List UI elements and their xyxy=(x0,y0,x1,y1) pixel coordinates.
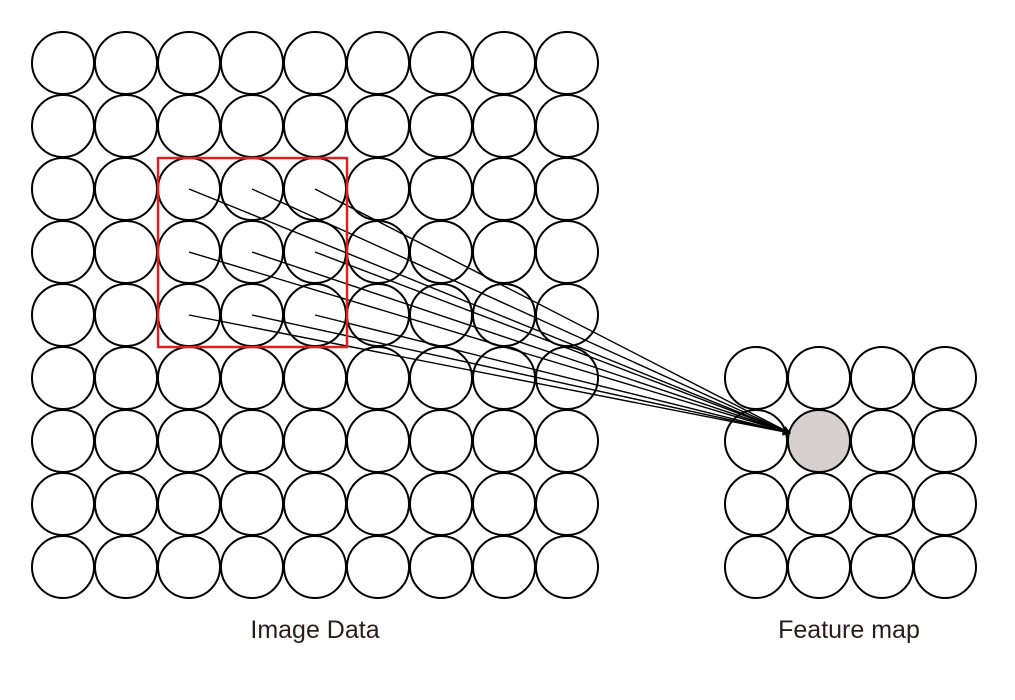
input-neuron xyxy=(409,409,473,473)
input-neuron xyxy=(220,94,284,158)
input-neuron xyxy=(535,535,599,599)
input-neuron xyxy=(94,220,158,284)
input-neuron xyxy=(346,409,410,473)
input-neuron xyxy=(409,535,473,599)
input-neuron xyxy=(283,31,347,95)
feature-map-neuron xyxy=(724,535,788,599)
input-neuron xyxy=(409,220,473,284)
feature-map-neuron xyxy=(850,472,914,536)
feature-map-neuron xyxy=(913,535,977,599)
connection-arrow xyxy=(188,314,791,436)
feature-map-label: Feature map xyxy=(778,616,920,644)
input-neuron xyxy=(94,409,158,473)
input-neuron xyxy=(472,157,536,221)
input-neuron xyxy=(472,535,536,599)
kernel-window xyxy=(156,156,349,349)
input-neuron xyxy=(31,31,95,95)
input-neuron xyxy=(346,472,410,536)
input-neuron xyxy=(31,220,95,284)
input-neuron xyxy=(535,220,599,284)
connection-arrow xyxy=(188,188,791,435)
input-neuron xyxy=(409,94,473,158)
input-neuron xyxy=(535,31,599,95)
image-data-label: Image Data xyxy=(250,616,380,644)
connection-arrow xyxy=(314,251,791,435)
input-neuron xyxy=(535,472,599,536)
input-neuron xyxy=(157,31,221,95)
feature-map-neuron xyxy=(850,346,914,410)
input-neuron xyxy=(220,31,284,95)
feature-map-neuron xyxy=(724,346,788,410)
feature-map-neuron xyxy=(913,346,977,410)
input-neuron xyxy=(31,157,95,221)
connection-arrow xyxy=(251,251,791,435)
kernel-connections xyxy=(188,188,791,436)
feature-map-neuron xyxy=(850,409,914,473)
input-neuron xyxy=(31,472,95,536)
input-neuron xyxy=(472,472,536,536)
connection-arrow xyxy=(251,188,791,434)
connection-arrow xyxy=(314,314,791,436)
input-neuron xyxy=(220,472,284,536)
input-neuron xyxy=(346,31,410,95)
input-neuron xyxy=(346,220,410,284)
input-neuron xyxy=(283,409,347,473)
input-neuron xyxy=(94,31,158,95)
input-neuron xyxy=(157,409,221,473)
connection-arrow xyxy=(314,188,791,434)
input-neuron xyxy=(346,94,410,158)
input-neuron xyxy=(472,220,536,284)
feature-map-neuron xyxy=(787,472,851,536)
input-neuron xyxy=(472,94,536,158)
feature-map-grid xyxy=(724,346,977,599)
input-neuron xyxy=(31,346,95,410)
input-neuron xyxy=(535,283,599,347)
input-neuron xyxy=(283,94,347,158)
input-neuron xyxy=(220,346,284,410)
input-neuron xyxy=(31,94,95,158)
input-neuron xyxy=(409,157,473,221)
input-neuron xyxy=(283,535,347,599)
feature-map-neuron xyxy=(724,472,788,536)
input-neuron xyxy=(31,409,95,473)
feature-map-neuron xyxy=(787,346,851,410)
input-neuron xyxy=(31,535,95,599)
feature-map-neuron xyxy=(787,535,851,599)
input-neuron xyxy=(220,535,284,599)
input-neuron xyxy=(31,283,95,347)
input-neuron xyxy=(283,346,347,410)
input-neuron xyxy=(220,409,284,473)
connection-arrow xyxy=(251,314,791,436)
input-neuron xyxy=(157,94,221,158)
input-neuron xyxy=(94,157,158,221)
input-neuron xyxy=(94,535,158,599)
feature-map-neuron xyxy=(913,409,977,473)
input-neuron xyxy=(94,94,158,158)
input-neuron xyxy=(157,535,221,599)
input-neuron xyxy=(472,409,536,473)
input-neuron xyxy=(409,472,473,536)
feature-map-neuron xyxy=(913,472,977,536)
connection-arrow xyxy=(188,251,791,435)
input-neuron xyxy=(157,346,221,410)
input-neuron xyxy=(94,283,158,347)
input-neuron xyxy=(94,346,158,410)
input-neuron xyxy=(472,31,536,95)
input-neuron xyxy=(535,94,599,158)
input-neuron xyxy=(94,472,158,536)
feature-map-output-neuron xyxy=(787,409,851,473)
feature-map-neuron xyxy=(850,535,914,599)
input-neuron xyxy=(535,157,599,221)
input-neuron xyxy=(157,472,221,536)
input-neuron xyxy=(409,31,473,95)
input-neuron xyxy=(283,472,347,536)
input-neuron xyxy=(346,535,410,599)
input-neuron xyxy=(535,409,599,473)
